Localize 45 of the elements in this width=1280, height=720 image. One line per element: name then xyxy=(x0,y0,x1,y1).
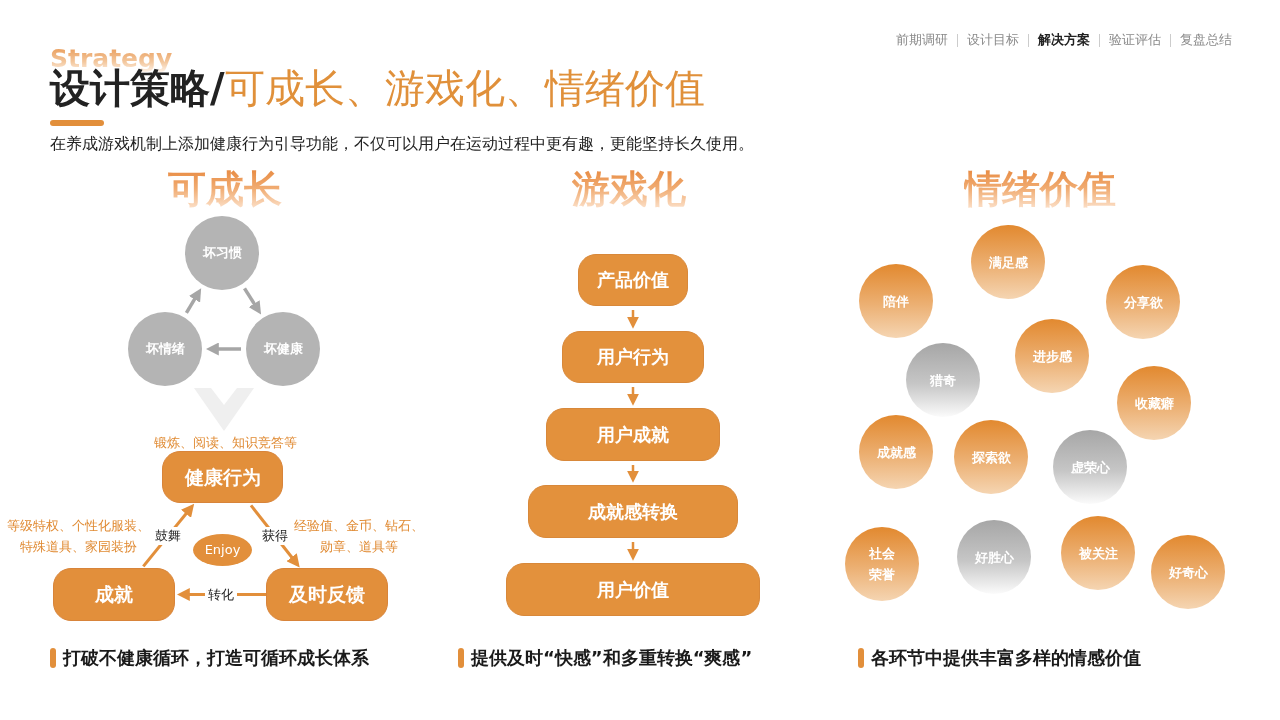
stage-box: 产品价值 xyxy=(578,254,688,306)
loop-box: 成就 xyxy=(53,568,175,621)
emotion-bubble: 收藏癖 xyxy=(1117,366,1191,440)
emotion-bubble: 陪伴 xyxy=(859,264,933,338)
center-ellipse: Enjoy xyxy=(193,534,252,566)
emotion-bubble: 虚荣心 xyxy=(1053,430,1127,504)
emotion-bubble: 探索欲 xyxy=(954,420,1028,494)
arrow xyxy=(627,387,639,406)
emotion-bubble: 社会荣誉 xyxy=(845,527,919,601)
annotation-text: 锻炼、阅读、知识竞答等 xyxy=(152,434,298,452)
emotion-bubble: 成就感 xyxy=(859,415,933,489)
arrow xyxy=(627,465,639,483)
emotion-bubble: 分享欲 xyxy=(1106,265,1180,339)
nav-link: 验证评估 xyxy=(1109,31,1161,49)
stage-box: 成就感转换 xyxy=(528,485,738,538)
arrow xyxy=(627,542,639,561)
emotion-bubble: 满足感 xyxy=(971,225,1045,299)
summary-text: 打破不健康循环，打造可循环成长体系 xyxy=(63,647,369,669)
subtitle-text: 在养成游戏机制上添加健康行为引导功能，不仅可以用户在运动过程中更有趣，更能坚持长久使用。 xyxy=(50,133,754,155)
edge-label: 转化 xyxy=(204,585,237,604)
summary-text: 提供及时“快感”和多重转换“爽感” xyxy=(471,647,753,669)
loop-box: 健康行为 xyxy=(162,451,283,503)
annotation-text: 等级特权、个性化服装、特殊道具、家园装扮 xyxy=(5,517,151,556)
stage-box: 用户价值 xyxy=(506,563,760,616)
emotion-bubble: 猎奇 xyxy=(906,343,980,417)
cycle-circle: 坏情绪 xyxy=(128,312,202,386)
cycle-circle: 坏习惯 xyxy=(185,216,259,290)
emotion-bubble: 进步感 xyxy=(1015,319,1089,393)
emotion-bubble: 被关注 xyxy=(1061,516,1135,590)
annotation-text: 经验值、金币、钻石、勋章、道具等 xyxy=(293,517,425,556)
stage-box: 用户成就 xyxy=(546,408,720,461)
emotion-bubble: 好奇心 xyxy=(1151,535,1225,609)
nav-link: 前期调研 xyxy=(896,31,948,49)
summary-text: 各环节中提供丰富多样的情感价值 xyxy=(871,647,1141,669)
arrow xyxy=(627,310,639,329)
cycle-arrow xyxy=(243,287,262,315)
cycle-arrow xyxy=(184,288,202,314)
loop-box: 及时反馈 xyxy=(266,568,388,621)
cycle-arrow xyxy=(205,342,241,356)
stage-box: 用户行为 xyxy=(562,331,704,383)
nav-link: 设计目标 xyxy=(967,31,1019,49)
nav-link: 解决方案 xyxy=(1038,31,1090,49)
cycle-circle: 坏健康 xyxy=(246,312,320,386)
emotion-bubble: 好胜心 xyxy=(957,520,1031,594)
nav-link: 复盘总结 xyxy=(1180,31,1232,49)
